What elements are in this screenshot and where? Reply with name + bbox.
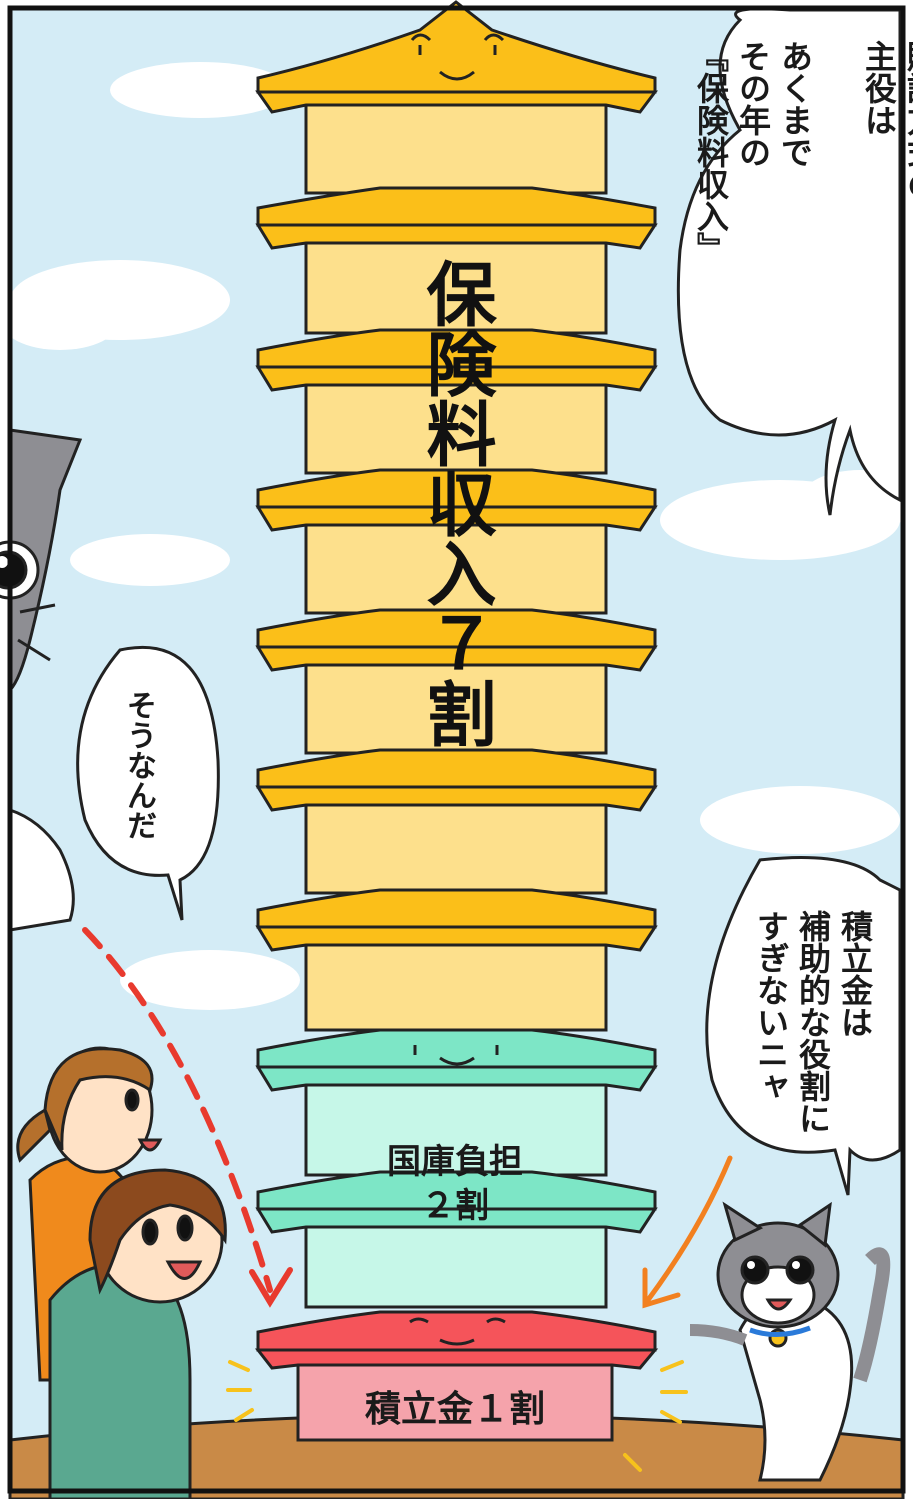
sparkles [226,1360,688,1472]
bubble-left-text: そうなんだ [121,690,156,840]
orange-arrow [642,1155,733,1309]
bubble-left [76,645,220,921]
tower-middle-label: 国庫負担 ２割 [387,1142,523,1226]
girl-front [48,1168,227,1501]
right-cat [689,1201,891,1482]
tower-title-label: 保険料収入７割 [415,258,497,748]
bubble-right [705,856,902,1196]
bubble-top-text: 賦課方式の 主役は あくまで その年の 『保険料収入』 [692,40,913,264]
bubble-right-text: 積立金は 補助的な役割に すぎないニャ [752,910,874,1134]
tower [254,0,659,1442]
red-arrow [82,927,293,1308]
tower-bottom-label: 積立金１割 [364,1389,545,1430]
bubble-top [676,7,902,516]
